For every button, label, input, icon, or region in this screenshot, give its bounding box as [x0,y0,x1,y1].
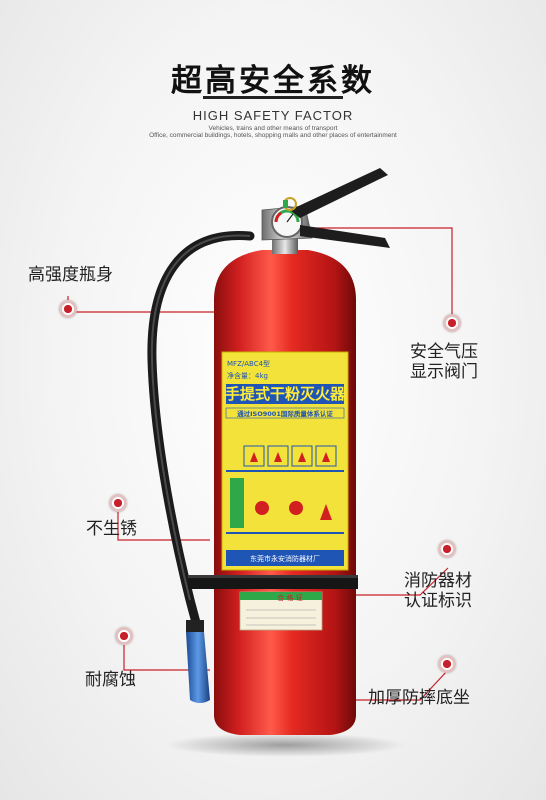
label-product-name: 手提式干粉灭火器 [225,385,346,403]
floor-shadow [165,733,405,757]
page-subtitle: HIGH SAFETY FACTOR [192,108,354,123]
mounting-strap [188,575,358,589]
carry-handle [290,168,388,218]
feature-pressure-line1: 安全气压 [410,342,478,362]
maker-bar [226,550,344,566]
page-title: 超高安全系数 [171,63,375,99]
label-iso: 通过ISO9001国际质量体系认证 [237,409,333,418]
marker-base [438,655,456,673]
neck [272,236,298,254]
nozzle-blue [186,632,210,703]
feature-cert-line2: 认证标识 [404,591,472,611]
marker-certification [438,540,456,558]
tagline-places: Office, commercial buildings, hotels, sh… [149,132,397,139]
squeeze-lever [300,225,390,248]
feature-bottle-body: 高强度瓶身 [28,265,113,285]
feature-cert-line1: 消防器材 [404,571,472,591]
feature-base: 加厚防摔底坐 [368,688,470,708]
marker-rustproof [109,494,127,512]
label-pictograms [226,445,344,534]
sticker-title: 合 格 证 [277,593,302,602]
feature-pressure-line2: 显示阀门 [410,362,478,382]
label-maker: 东莞市永安消防器材厂 [250,554,320,563]
marker-pressure [443,314,461,332]
marker-corrosion [115,627,133,645]
feature-rustproof: 不生锈 [86,519,137,539]
label-net-weight: 净含量：4kg [227,371,268,380]
nozzle-collar [186,620,204,632]
tagline-transport: Vehicles, trains and other means of tran… [208,125,338,132]
marker-bottle-body [59,300,77,318]
feature-corrosion: 耐腐蚀 [85,670,136,690]
title-underline [203,96,343,99]
label-model: MFZ/ABC4型 [227,359,270,368]
